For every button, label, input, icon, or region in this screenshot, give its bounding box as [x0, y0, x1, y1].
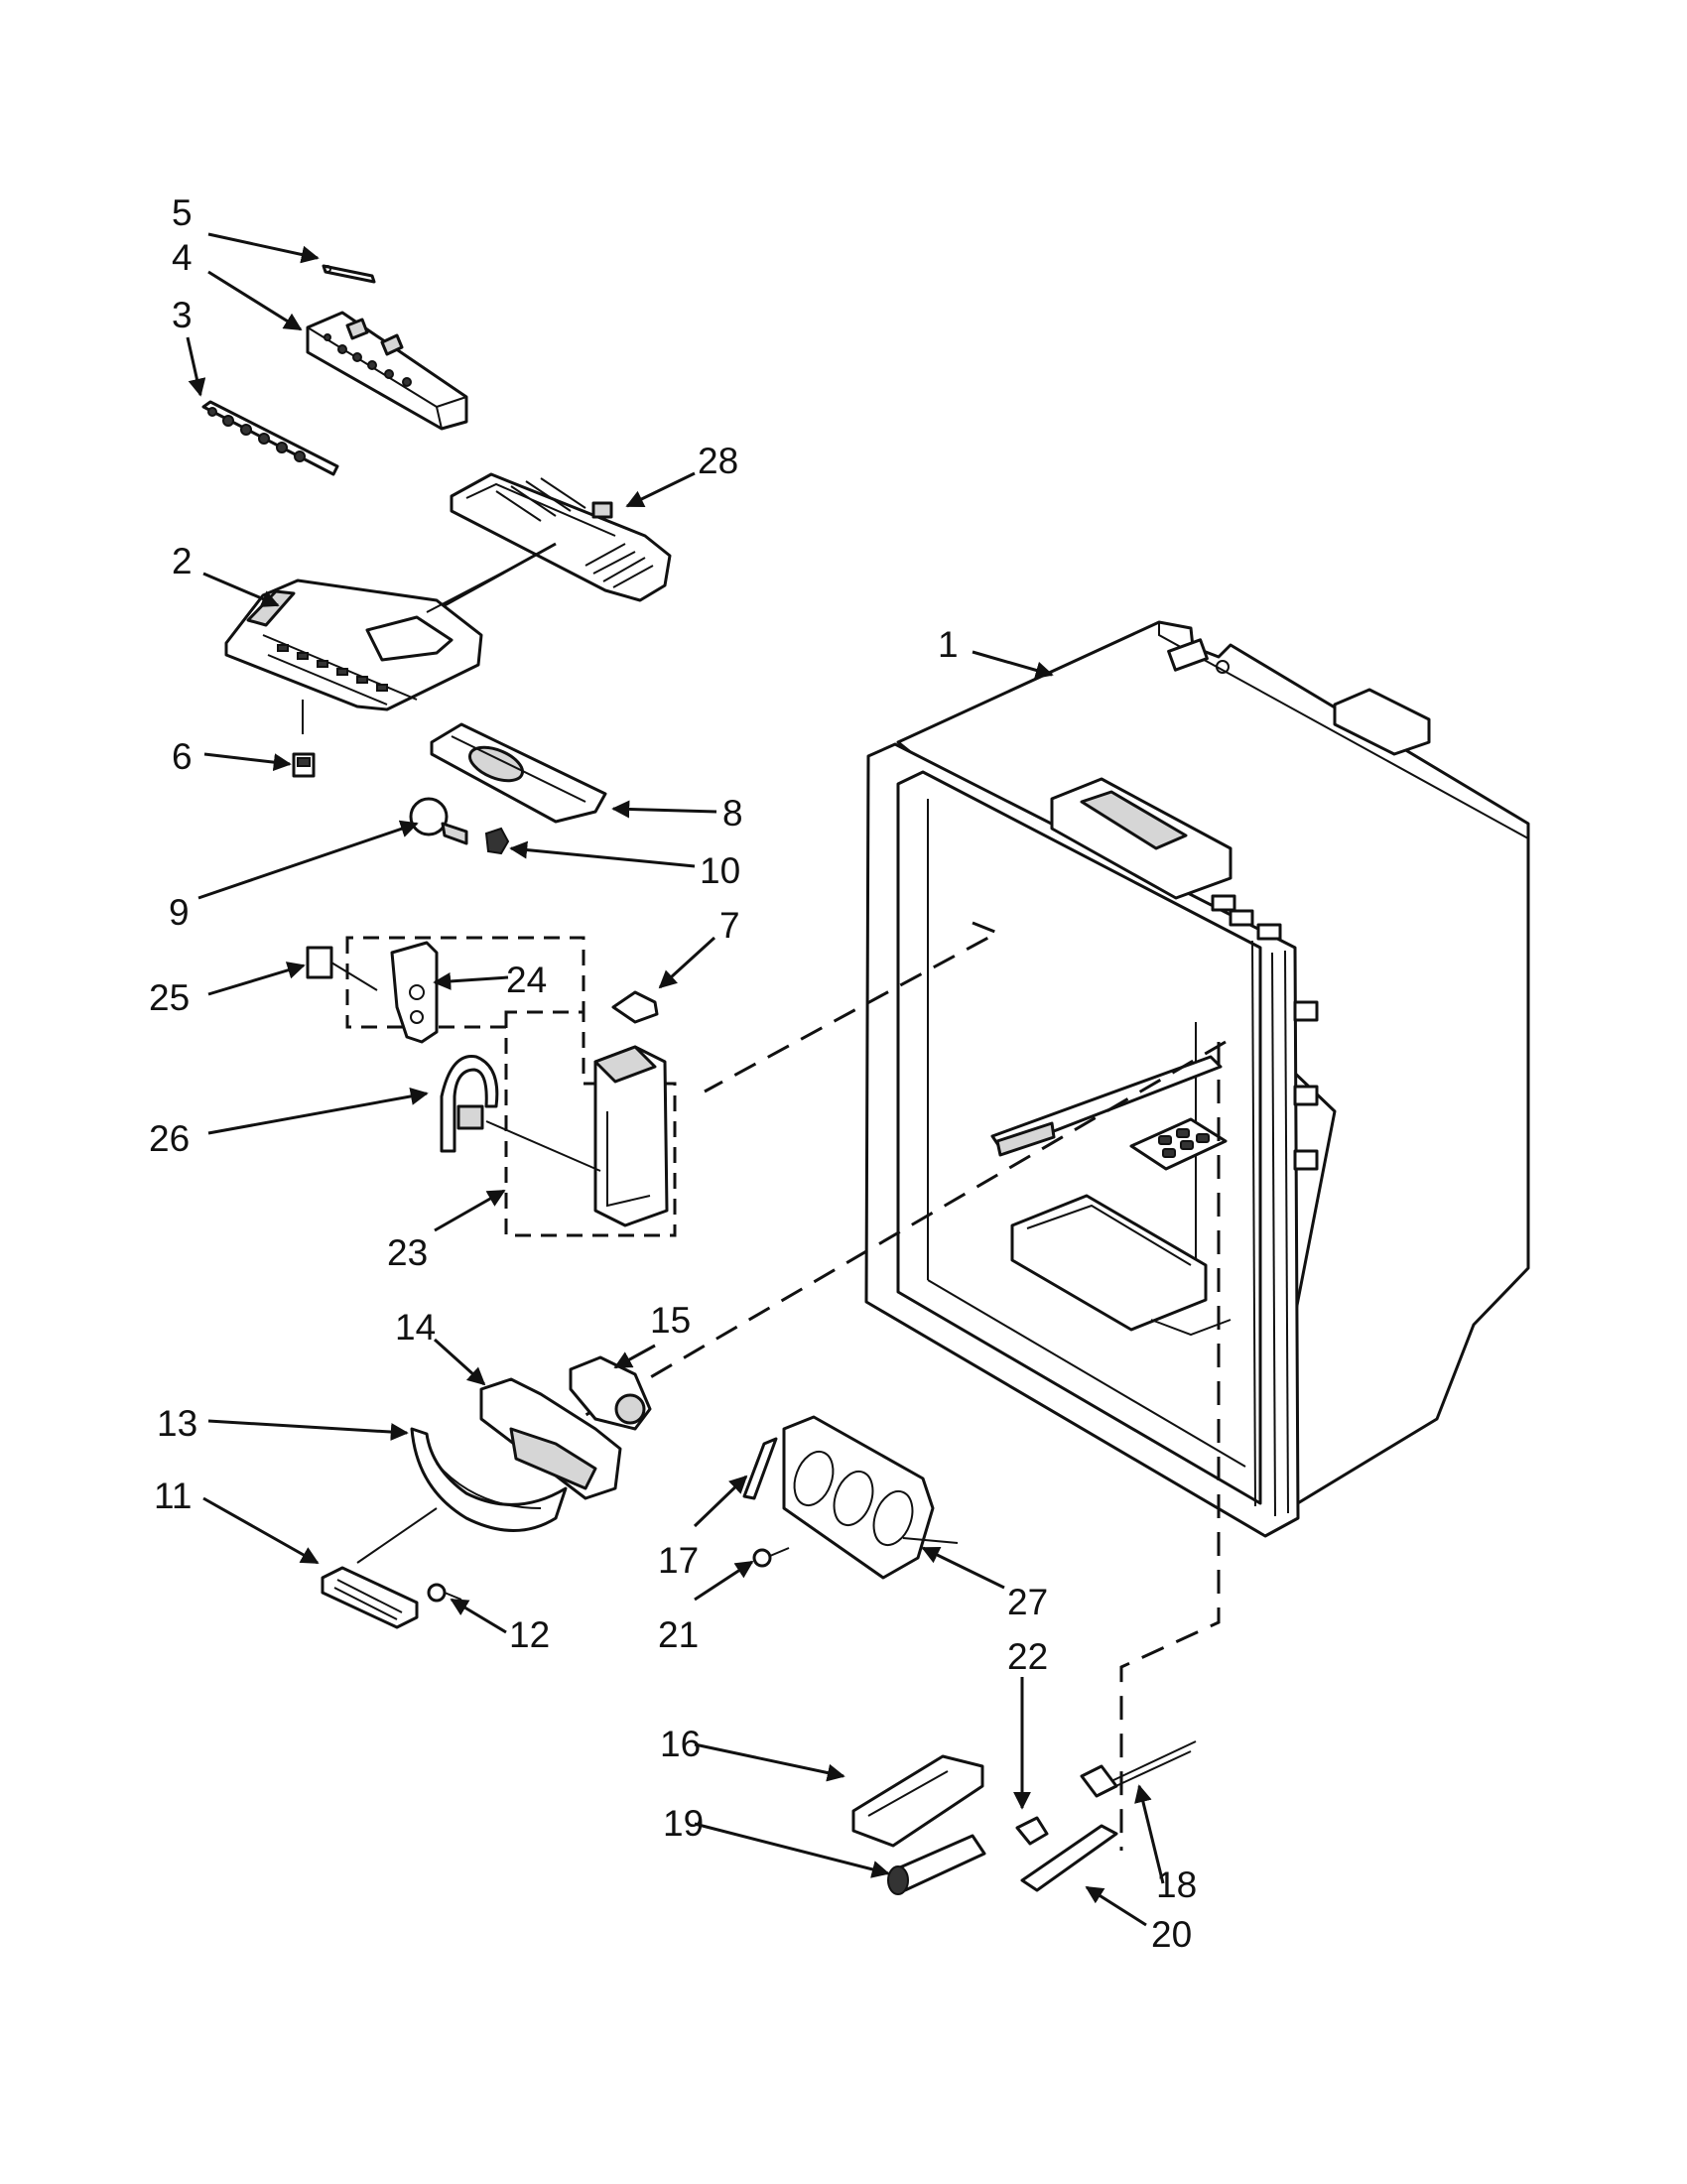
- part-11-grille: [321, 1566, 419, 1629]
- callout-19: 19: [663, 1803, 704, 1844]
- callout-25: 25: [149, 977, 190, 1018]
- callout-labels: 1 2 3 4 5 6 7 8 9 10 11 12 13 14 15 16 1…: [149, 193, 1197, 1955]
- callout-5: 5: [172, 193, 193, 233]
- part-21-screw: [752, 1547, 790, 1568]
- callout-11: 11: [154, 1476, 192, 1516]
- part-18-fitting: [1080, 1740, 1197, 1798]
- part-3-control-strip: [201, 400, 339, 476]
- part-14-cradle: [479, 1377, 622, 1500]
- part-23-dispenser: [485, 1045, 669, 1227]
- callout-4: 4: [172, 237, 193, 278]
- part-26-tube: [440, 1055, 499, 1153]
- callout-1: 1: [938, 624, 959, 665]
- callout-7: 7: [719, 905, 740, 946]
- callout-8: 8: [722, 793, 743, 834]
- callout-2: 2: [172, 541, 193, 581]
- callout-3: 3: [172, 295, 193, 335]
- callout-14: 14: [395, 1307, 436, 1348]
- part-7-clip: [611, 990, 659, 1024]
- callout-17: 17: [658, 1540, 699, 1581]
- callout-21: 21: [658, 1614, 699, 1655]
- callout-16: 16: [660, 1724, 701, 1764]
- part-6-switch: [292, 752, 316, 778]
- part-20-cover: [1020, 1824, 1118, 1892]
- part-27-icemaker: [782, 1415, 959, 1580]
- callout-26: 26: [149, 1118, 190, 1159]
- callout-leaders: [186, 232, 1165, 1927]
- callout-18: 18: [1156, 1864, 1197, 1905]
- part-28-light-cover: [450, 472, 672, 602]
- part-2-control-panel: [224, 578, 483, 734]
- callout-27: 27: [1007, 1582, 1048, 1622]
- part-17-pin: [742, 1437, 778, 1500]
- part-2-leader: [426, 565, 517, 613]
- part-8-light-housing: [430, 722, 607, 824]
- callout-28: 28: [698, 441, 738, 481]
- callout-9: 9: [169, 892, 190, 933]
- part-13-trim: [410, 1427, 568, 1532]
- callout-13: 13: [157, 1403, 197, 1444]
- callout-15: 15: [650, 1300, 691, 1341]
- callout-6: 6: [172, 736, 193, 777]
- part-12-screw: [427, 1583, 462, 1603]
- callout-23: 23: [387, 1232, 428, 1273]
- part-10-socket: [484, 827, 510, 855]
- assembly-guide-lines: [345, 921, 1227, 1851]
- part-16-filter-housing: [851, 1754, 984, 1848]
- part-24-bracket: [390, 941, 439, 1044]
- callout-12: 12: [509, 1614, 550, 1655]
- part-11-leader: [356, 1507, 438, 1564]
- callout-24: 24: [506, 960, 547, 1000]
- part-22-cap: [1015, 1816, 1049, 1846]
- part-1-liner: [864, 620, 1530, 1538]
- part-19-filter: [887, 1834, 986, 1895]
- part-4-control-housing: [306, 311, 468, 431]
- part-5-rod: [322, 264, 376, 284]
- callout-22: 22: [1007, 1636, 1048, 1677]
- part-9-bulb: [409, 797, 468, 845]
- callout-20: 20: [1151, 1914, 1192, 1955]
- part-25-switch: [306, 946, 378, 991]
- part-15-actuator: [569, 1355, 652, 1431]
- callout-10: 10: [700, 850, 740, 891]
